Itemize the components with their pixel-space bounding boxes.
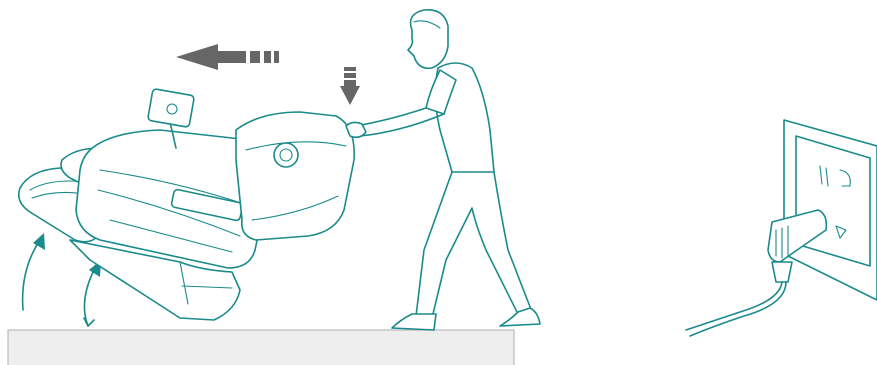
plug xyxy=(686,210,826,336)
wall-socket xyxy=(784,120,877,300)
down-arrow-icon xyxy=(340,67,360,105)
floor-platform xyxy=(8,330,514,365)
person-figure xyxy=(346,10,540,330)
massage-chair xyxy=(19,89,354,320)
left-arrow-icon xyxy=(176,44,279,70)
